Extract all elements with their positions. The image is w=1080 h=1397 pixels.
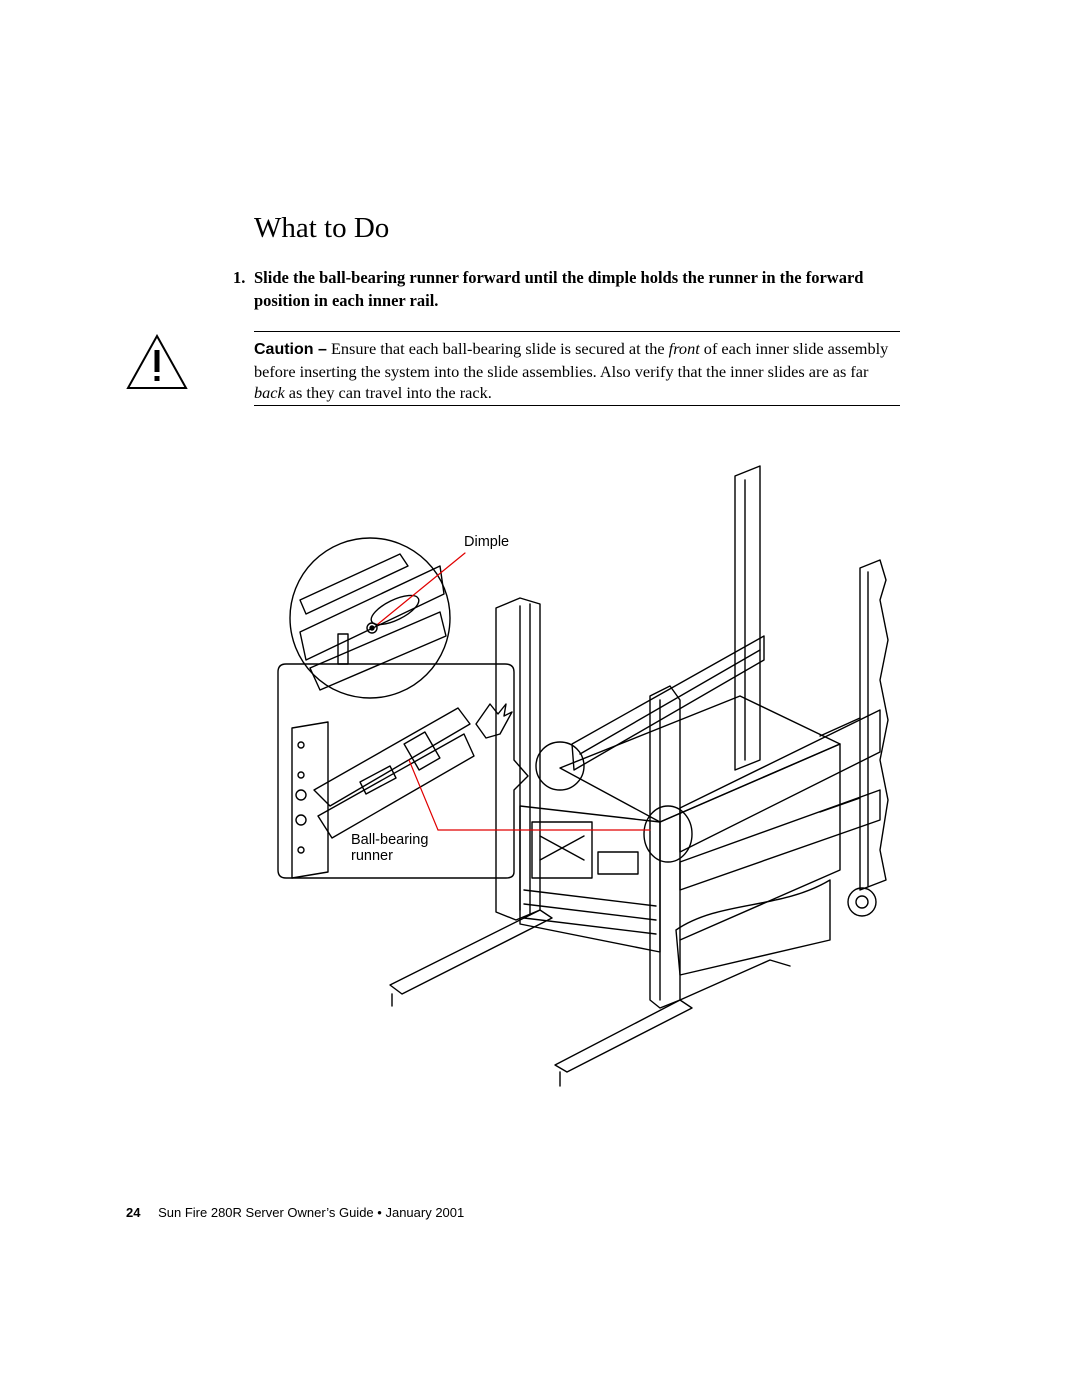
callout-lines [377,552,651,831]
caution-emphasis-back: back [254,383,285,402]
callout-dimple: Dimple [464,534,510,550]
section-heading: What to Do [254,212,390,244]
footer-separator: • [377,1205,382,1220]
caution-rule-top [254,331,900,332]
rear-right-post [734,465,889,917]
zoom-marker-right [643,805,693,863]
caution-text-1: Ensure that each ball-bearing slide is s… [326,339,669,358]
footer-title: Sun Fire 280R Server Owner’s Guide [158,1205,374,1220]
footer-date: January 2001 [385,1205,465,1220]
front-left-post [649,685,681,1009]
page-number: 24 [126,1205,141,1220]
magnified-circle [289,537,451,699]
zoom-marker-left [535,741,585,791]
slide-rails [571,635,881,891]
page-footer: 24 Sun Fire 280R Server Owner’s Guide • … [126,1205,464,1220]
caution-text-2: of each inner slide assembly before inse… [254,339,889,381]
caution-text-3: as they can travel into the rack. [284,383,492,402]
caution-note: Caution – Ensure that each ball-bearing … [254,338,902,404]
caution-emphasis-front: front [668,339,700,358]
step-number: 1. [233,268,246,287]
rack-feet [389,909,791,1087]
caution-rule-bottom [254,405,900,406]
callout-runner-line1: Ball-bearing [351,832,429,848]
rear-left-post [495,597,541,921]
callout-runner-line2: runner [351,848,393,864]
caution-label: Caution – [254,341,327,358]
step-text: Slide the ball-bearing runner forward un… [254,268,864,310]
rack-rail-illustration [277,465,889,1087]
caution-warning-icon [126,334,188,389]
inset-detail-panel [277,663,529,879]
